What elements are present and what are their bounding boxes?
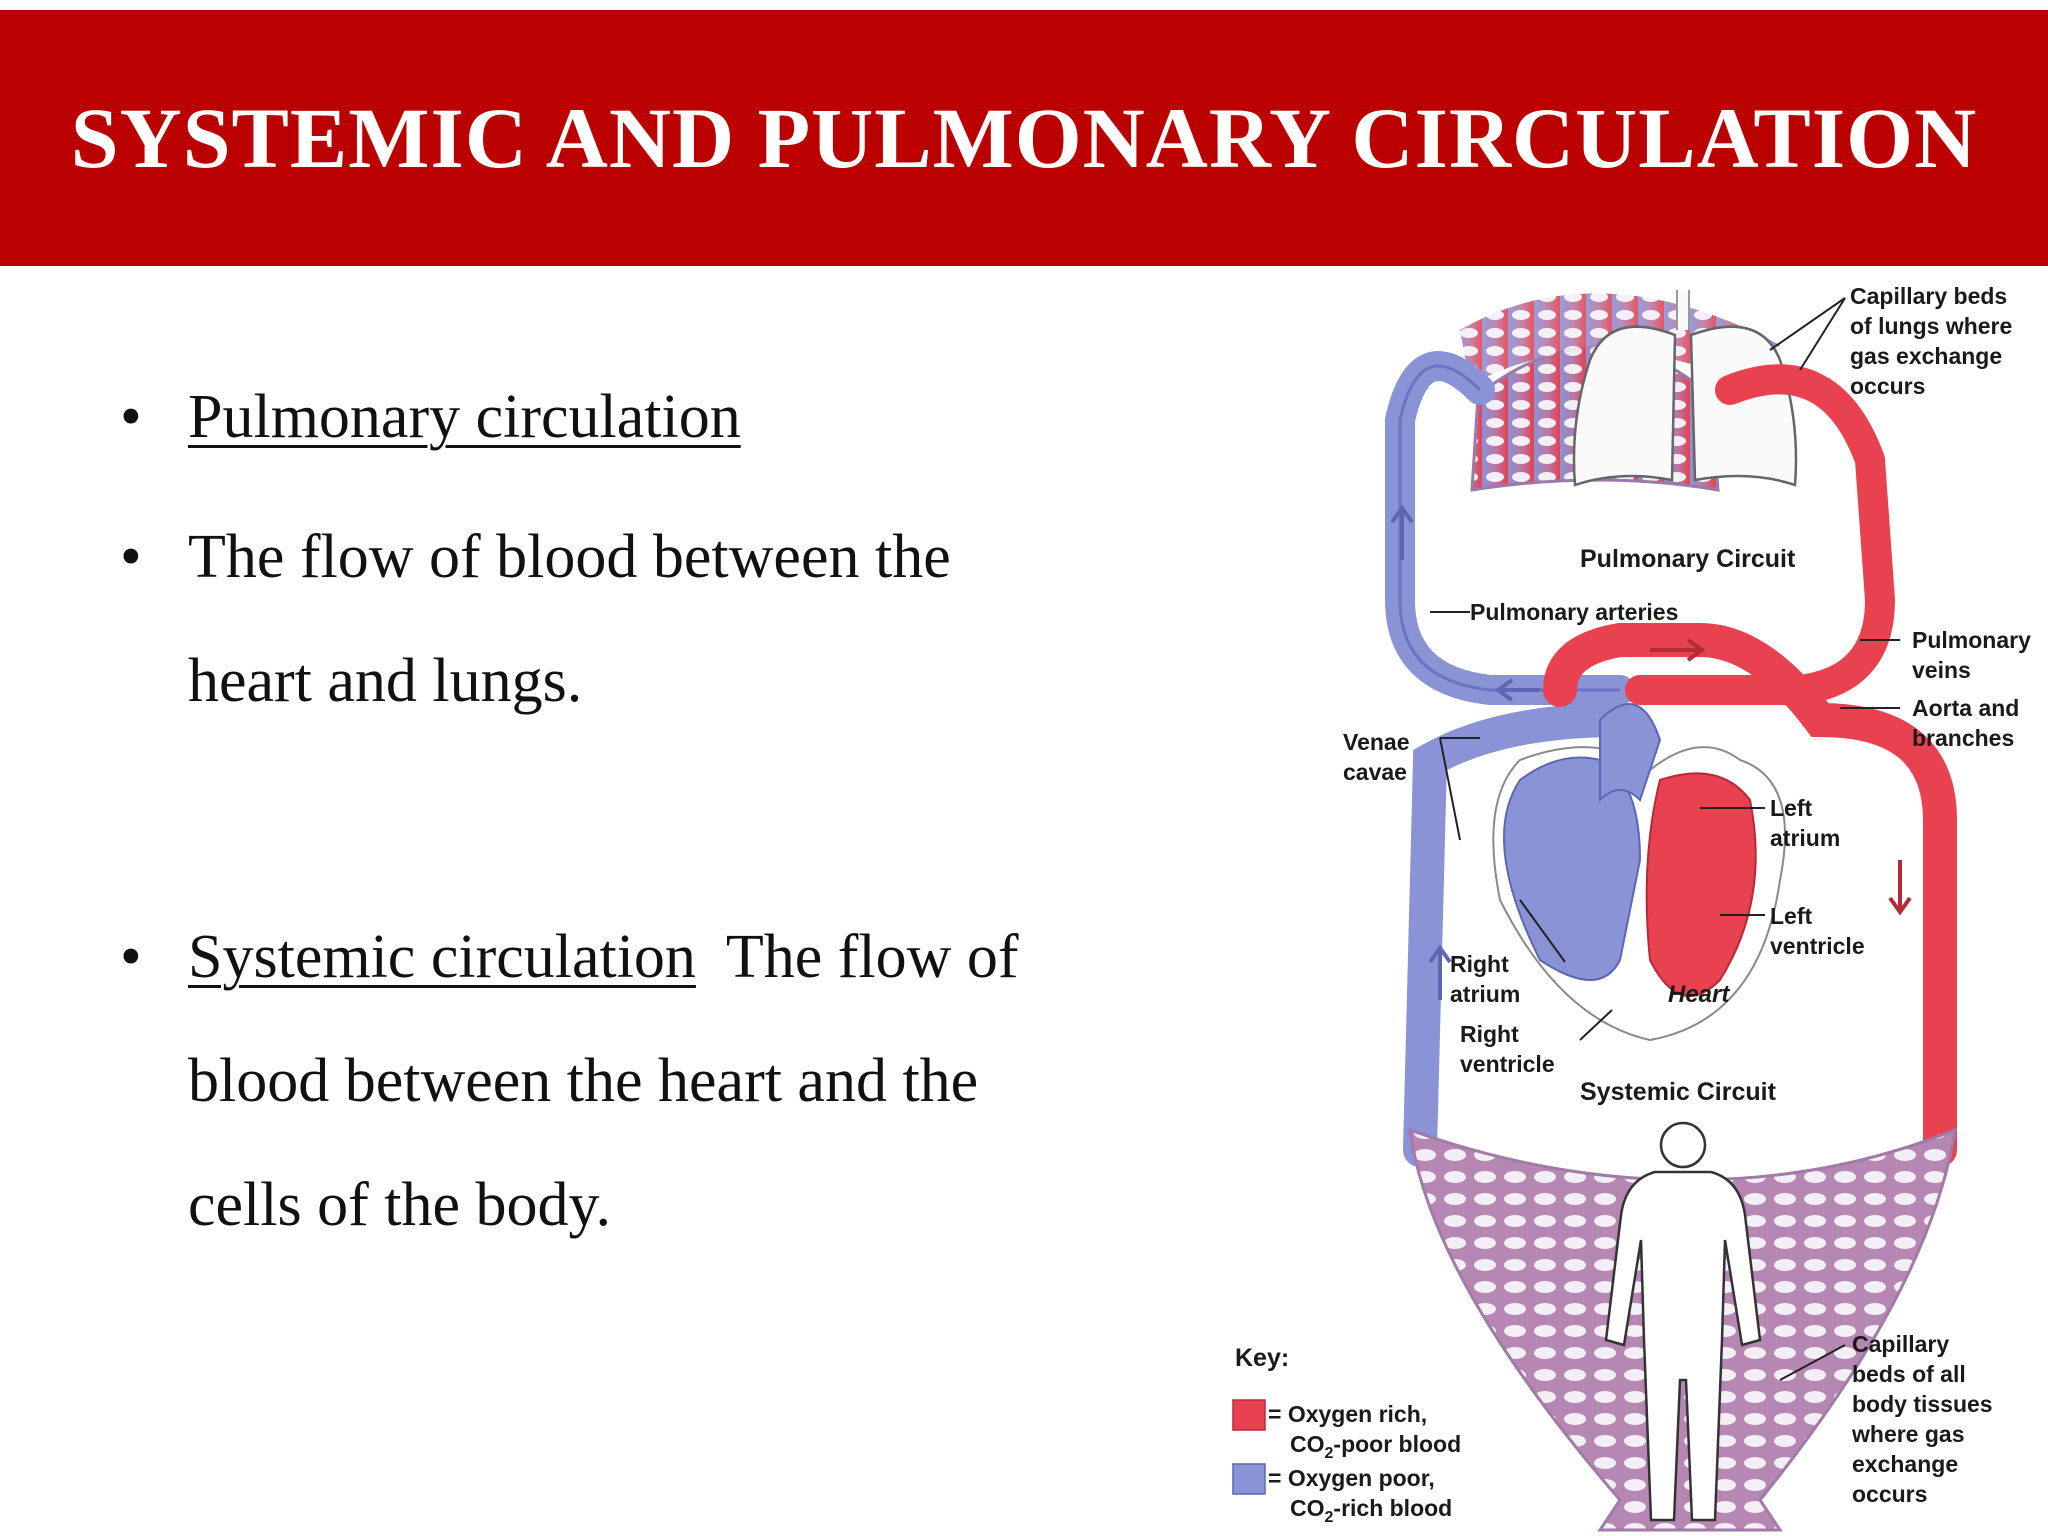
label-venae-cavae-2: cavae bbox=[1343, 759, 1407, 785]
label-capillary-body-5: exchange bbox=[1852, 1451, 1958, 1477]
label-capillary-body-6: occurs bbox=[1852, 1481, 1927, 1507]
circulation-svg: Capillary beds of lungs where gas exchan… bbox=[1232, 283, 2031, 1532]
key-swatch-oxygen-poor bbox=[1232, 1463, 1266, 1495]
label-capillary-lungs-2: of lungs where bbox=[1850, 313, 2012, 339]
key-poor-line2: CO2-rich blood bbox=[1290, 1495, 1452, 1526]
key-rich-line2: CO2-poor blood bbox=[1290, 1431, 1461, 1462]
label-capillary-body-1: Capillary bbox=[1852, 1331, 1949, 1357]
lungs bbox=[1572, 290, 1798, 487]
label-right-ventricle-2: ventricle bbox=[1460, 1051, 1555, 1077]
key-title: Key: bbox=[1235, 1344, 1289, 1372]
label-aorta-2: branches bbox=[1912, 725, 2014, 751]
label-capillary-lungs-1: Capillary beds bbox=[1850, 283, 2007, 309]
systemic-circulation-term: Systemic circulation bbox=[188, 923, 696, 991]
label-capillary-lungs-4: occurs bbox=[1850, 373, 1925, 399]
title-bar: SYSTEMIC AND PULMONARY CIRCULATION bbox=[0, 10, 2048, 266]
label-pulmonary-circuit: Pulmonary Circuit bbox=[1580, 545, 1796, 573]
label-capillary-body-4: where gas bbox=[1851, 1421, 1965, 1447]
label-pulmonary-veins-1: Pulmonary bbox=[1912, 627, 2031, 653]
key-poor-line1: = Oxygen poor, bbox=[1268, 1465, 1435, 1491]
bullet-marker: • bbox=[120, 923, 142, 991]
pulmonary-definition-line2: heart and lungs. bbox=[188, 647, 583, 715]
label-heart: Heart bbox=[1668, 981, 1730, 1008]
label-left-atrium-2: atrium bbox=[1770, 825, 1840, 851]
label-capillary-lungs-3: gas exchange bbox=[1850, 343, 2002, 369]
label-left-atrium-1: Left bbox=[1770, 795, 1813, 821]
label-right-atrium-1: Right bbox=[1450, 951, 1509, 977]
pulmonary-circuit-vessels bbox=[1385, 351, 1896, 705]
systemic-definition-line1: The flow of bbox=[695, 923, 1019, 991]
label-pulmonary-arteries: Pulmonary arteries bbox=[1470, 599, 1678, 625]
bullet-marker: • bbox=[120, 523, 142, 591]
key-swatch-oxygen-rich bbox=[1232, 1399, 1266, 1431]
label-leader-lines bbox=[1430, 297, 1900, 1381]
systemic-definition-line3: cells of the body. bbox=[188, 1171, 611, 1239]
circulation-diagram: Capillary beds of lungs where gas exchan… bbox=[1180, 270, 2048, 1536]
flow-arrows bbox=[1390, 504, 1912, 1000]
human-figure bbox=[1604, 1121, 1762, 1522]
pulmonary-definition-line1: The flow of blood between the bbox=[188, 523, 951, 591]
diagram-key: Key: = Oxygen rich, CO2-poor blood = Oxy… bbox=[1232, 1344, 1461, 1526]
label-right-ventricle-1: Right bbox=[1460, 1021, 1519, 1047]
label-capillary-body-3: body tissues bbox=[1852, 1391, 1993, 1417]
heart bbox=[1492, 703, 1786, 1042]
label-capillary-body-2: beds of all bbox=[1852, 1361, 1966, 1387]
label-right-atrium-2: atrium bbox=[1450, 981, 1520, 1007]
label-aorta-1: Aorta and bbox=[1912, 695, 2019, 721]
systemic-circuit-vessels bbox=[1403, 623, 1957, 1167]
label-pulmonary-veins-2: veins bbox=[1912, 657, 1971, 683]
label-left-ventricle-1: Left bbox=[1770, 903, 1813, 929]
diagram-labels: Capillary beds of lungs where gas exchan… bbox=[1343, 283, 2031, 1507]
label-venae-cavae-1: Venae bbox=[1343, 729, 1410, 755]
pulmonary-circulation-term: Pulmonary circulation bbox=[188, 383, 741, 451]
key-rich-line1: = Oxygen rich, bbox=[1268, 1401, 1427, 1427]
slide-title: SYSTEMIC AND PULMONARY CIRCULATION bbox=[70, 90, 1978, 186]
systemic-definition-line2: blood between the heart and the bbox=[188, 1047, 979, 1115]
bullet-marker: • bbox=[120, 383, 142, 451]
label-systemic-circuit: Systemic Circuit bbox=[1580, 1078, 1777, 1106]
label-left-ventricle-2: ventricle bbox=[1770, 933, 1865, 959]
